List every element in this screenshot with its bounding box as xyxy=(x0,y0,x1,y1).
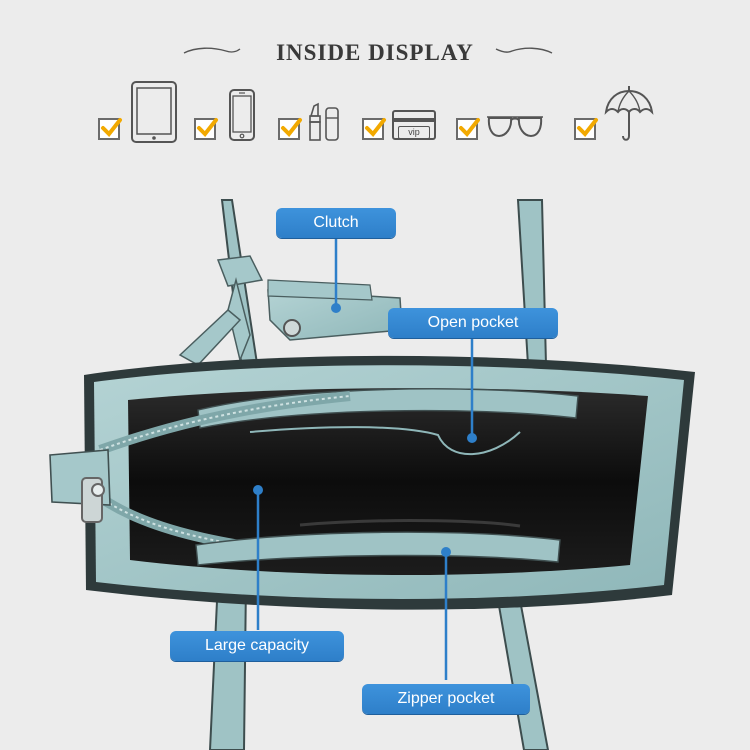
checkbox-icon xyxy=(456,118,480,140)
item-vip-card: vip xyxy=(362,78,452,148)
item-umbrella xyxy=(574,78,664,148)
item-lipstick xyxy=(278,78,358,148)
item-phone xyxy=(194,78,274,148)
vip-card-icon: vip xyxy=(392,110,436,140)
tablet-icon xyxy=(131,81,177,143)
header: INSIDE DISPLAY xyxy=(0,38,750,68)
phone-icon xyxy=(229,89,255,141)
left-swirl-ornament xyxy=(183,47,241,54)
checkbox-icon xyxy=(278,118,302,140)
page-title: INSIDE DISPLAY xyxy=(276,40,474,65)
checkbox-icon xyxy=(194,118,218,140)
callout-clutch: Clutch xyxy=(276,208,396,238)
callout-open-pocket: Open pocket xyxy=(388,308,558,338)
inside-items-row: vip xyxy=(0,78,750,148)
callout-large-capacity: Large capacity xyxy=(170,631,344,661)
checkbox-icon xyxy=(574,118,598,140)
lipstick-icon xyxy=(309,102,339,141)
checkbox-icon xyxy=(98,118,122,140)
bag-interior-photo xyxy=(49,199,695,750)
sunglasses-icon xyxy=(487,116,543,138)
callout-zipper-pocket: Zipper pocket xyxy=(362,684,530,714)
vip-label: vip xyxy=(398,126,430,139)
item-sunglasses xyxy=(456,78,556,148)
checkbox-icon xyxy=(362,118,386,140)
umbrella-icon xyxy=(604,86,654,141)
item-tablet xyxy=(98,78,188,148)
right-swirl-ornament xyxy=(495,47,553,54)
